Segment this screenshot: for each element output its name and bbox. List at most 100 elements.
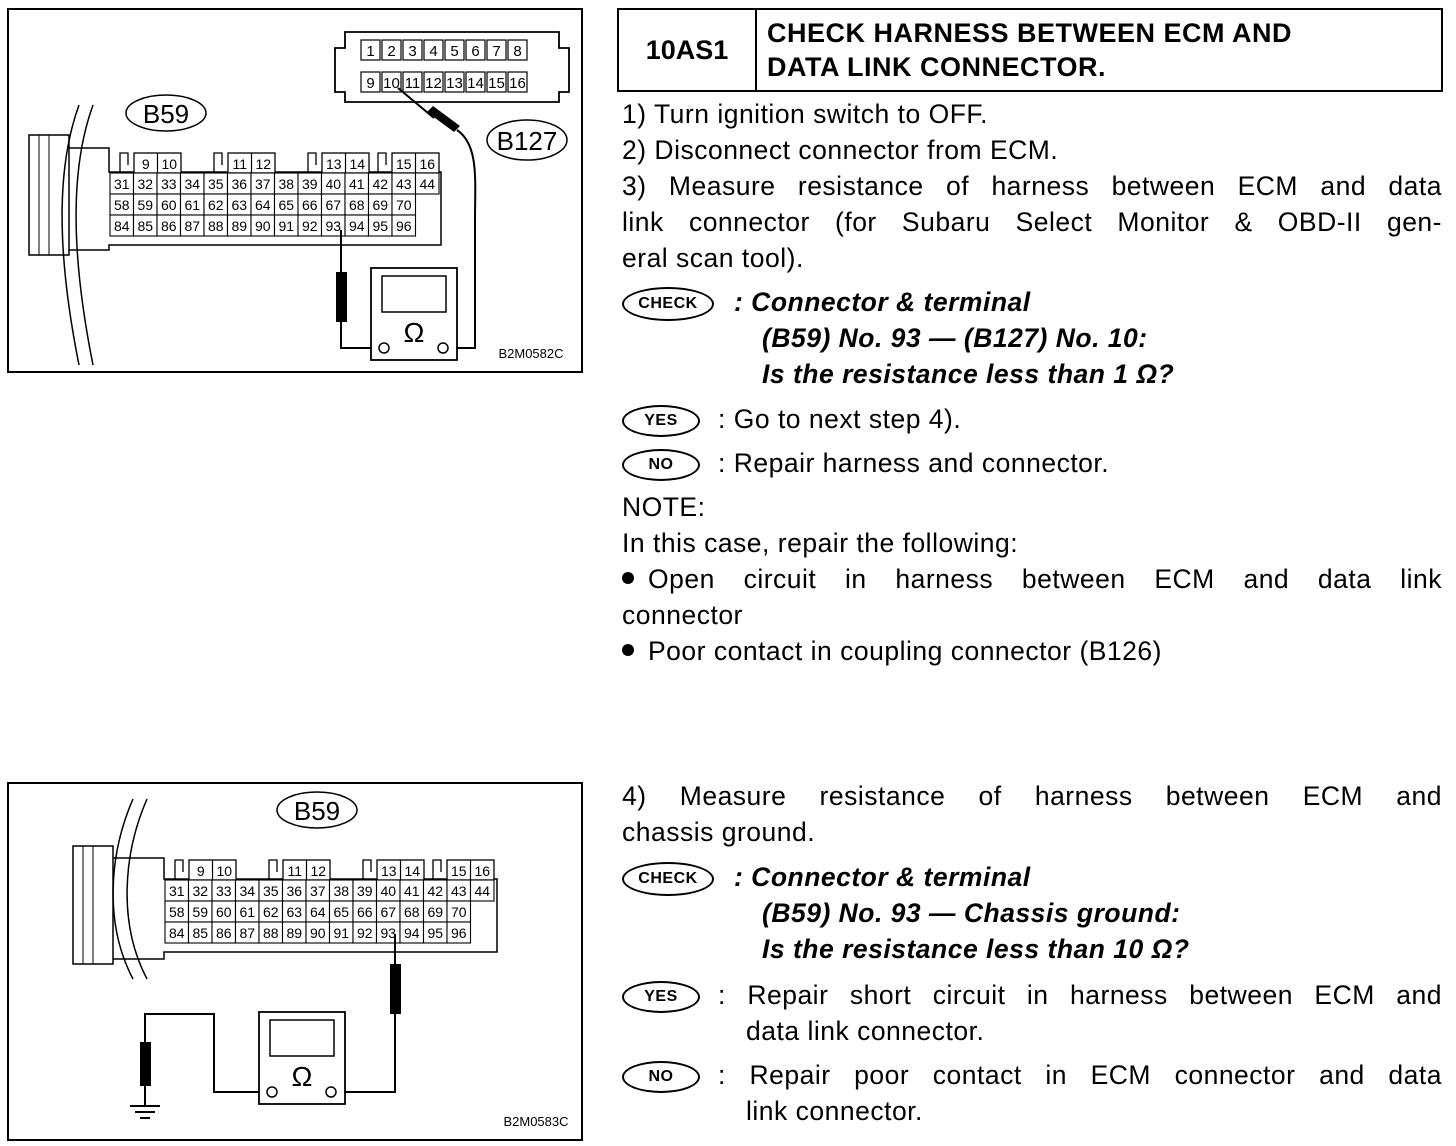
pin-number: 58 <box>169 904 185 920</box>
dlc-pin-number: 1 <box>366 43 374 60</box>
step-code: 10AS1 <box>619 10 757 90</box>
check-badge: CHECK <box>622 287 714 321</box>
bullet-icon <box>622 644 634 656</box>
pin-number: 85 <box>192 925 208 941</box>
pin-number: 16 <box>474 863 490 879</box>
yes-badge: YES <box>622 405 700 437</box>
pin-number: 89 <box>231 218 247 234</box>
pin-number: 16 <box>419 156 435 172</box>
pin-number: 59 <box>137 197 153 213</box>
step-title-line: CHECK HARNESS BETWEEN ECM AND <box>767 18 1293 48</box>
pin-number: 10 <box>161 156 177 172</box>
pin-number: 11 <box>232 156 247 172</box>
pin-number: 68 <box>404 904 420 920</box>
pin-number: 94 <box>404 925 420 941</box>
pin-number: 94 <box>349 218 365 234</box>
check-badge: CHECK <box>622 862 714 896</box>
pin-number: 69 <box>372 197 388 213</box>
pin-number: 91 <box>278 218 294 234</box>
note-bullet-1: Open circuit in harness between ECM and … <box>622 561 1442 597</box>
dlc-pin-number: 7 <box>492 43 500 60</box>
pin-number: 92 <box>357 925 373 941</box>
pin-number: 14 <box>404 863 420 879</box>
pin-number: 93 <box>380 925 396 941</box>
yes-action: : Go to next step 4). <box>718 404 962 434</box>
ecm-harness-plug <box>72 845 114 965</box>
no-action: : Repair harness and connector. <box>718 448 1110 478</box>
dlc-pin-number: 13 <box>446 75 463 92</box>
pin-number: 68 <box>349 197 365 213</box>
pin-number: 11 <box>287 863 302 879</box>
pin-number: 61 <box>184 197 200 213</box>
dlc-pin-number: 6 <box>471 43 479 60</box>
step-instruction-2: 2) Disconnect connector from ECM. <box>622 135 1059 165</box>
pin-number: 86 <box>161 218 177 234</box>
pin-number: 62 <box>263 904 279 920</box>
ohm-symbol: Ω <box>404 317 425 348</box>
ohm-symbol: Ω <box>292 1061 313 1092</box>
pin-number: 36 <box>286 883 302 899</box>
check-terminals: (B59) No. 93 — Chassis ground: <box>762 898 1181 928</box>
pin-number: 33 <box>161 176 177 192</box>
check-question: Is the resistance less than 1 Ω? <box>762 359 1175 389</box>
pin-number: 37 <box>310 883 326 899</box>
pin-number: 65 <box>333 904 349 920</box>
ohmmeter-1: Ω <box>370 267 458 361</box>
probe-tip-ecm <box>336 272 347 322</box>
pin-number: 87 <box>239 925 255 941</box>
pin-number: 43 <box>396 176 412 192</box>
dlc-pin-number: 16 <box>509 75 526 92</box>
dlc-pin-number: 14 <box>467 75 484 92</box>
probe-tip-dlc <box>427 106 460 132</box>
pin-number: 84 <box>169 925 185 941</box>
pin-number: 34 <box>239 883 255 899</box>
pin-number: 38 <box>333 883 349 899</box>
pin-number: 39 <box>357 883 373 899</box>
pin-number: 85 <box>137 218 153 234</box>
dlc-pin-number: 10 <box>383 75 400 92</box>
pin-number: 12 <box>310 863 326 879</box>
pin-number: 10 <box>216 863 232 879</box>
dlc-pin-number: 11 <box>405 75 421 92</box>
probe-tip-ecm <box>390 964 401 1014</box>
dlc-pin-number: 3 <box>408 43 416 60</box>
step-title: CHECK HARNESS BETWEEN ECM AND DATA LINK … <box>757 10 1441 90</box>
pin-number: 90 <box>310 925 326 941</box>
check-terminals: (B59) No. 93 — (B127) No. 10: <box>762 323 1148 353</box>
pin-number: 33 <box>216 883 232 899</box>
pin-number: 43 <box>451 883 467 899</box>
pin-number: 35 <box>263 883 279 899</box>
pin-number: 35 <box>208 176 224 192</box>
b59-label: B59 <box>143 99 189 129</box>
step-instruction-1: 1) Turn ignition switch to OFF. <box>622 99 989 129</box>
pin-number: 64 <box>255 197 271 213</box>
step-instruction-3-cont: eral scan tool). <box>622 243 804 273</box>
b127-label-ellipse <box>486 119 568 161</box>
pin-number: 69 <box>427 904 443 920</box>
dlc-pin-number: 12 <box>425 75 442 92</box>
b59-label: B59 <box>294 796 340 826</box>
dlc-pin-number: 2 <box>387 43 395 60</box>
dlc-pin-number: 5 <box>450 43 458 60</box>
pin-number: 12 <box>255 156 271 172</box>
pin-number: 87 <box>184 218 200 234</box>
pin-number: 31 <box>114 176 130 192</box>
pin-number: 34 <box>184 176 200 192</box>
no-action: : Repair poor contact in ECM connector a… <box>718 1060 1442 1090</box>
pin-number: 93 <box>325 218 341 234</box>
pin-number: 37 <box>255 176 271 192</box>
pin-number: 42 <box>372 176 388 192</box>
pin-number: 36 <box>231 176 247 192</box>
pin-number: 96 <box>451 925 467 941</box>
check-question: Is the resistance less than 10 Ω? <box>762 934 1190 964</box>
pin-number: 60 <box>161 197 177 213</box>
pin-number: 41 <box>404 883 420 899</box>
ohmmeter-2: Ω <box>258 1011 346 1105</box>
pin-number: 95 <box>427 925 443 941</box>
no-badge: NO <box>622 449 700 481</box>
